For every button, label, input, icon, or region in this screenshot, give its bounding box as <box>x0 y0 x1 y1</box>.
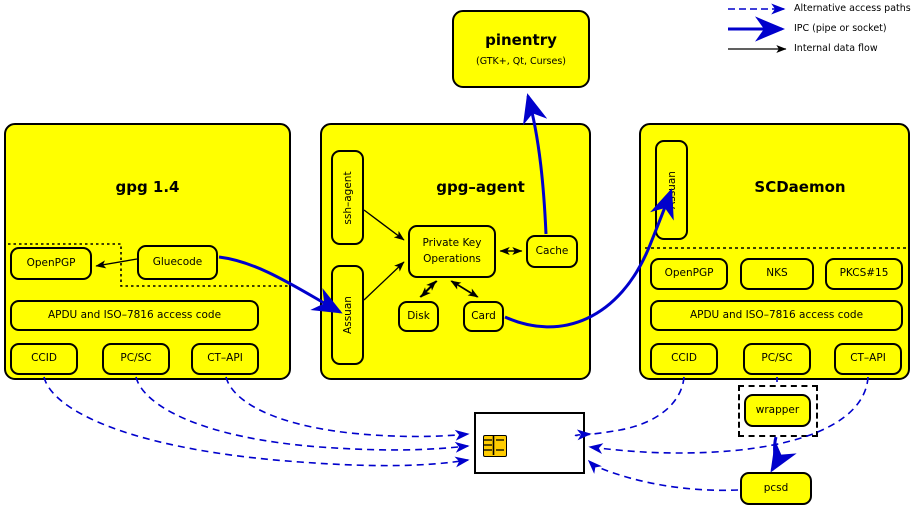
pinentry-subtitle: (GTK+, Qt, Curses) <box>475 56 566 67</box>
scdaemon-driver-ccid-box[interactable]: CCID <box>650 343 718 375</box>
gpg-agent-private-key-operations-box[interactable]: Private Key Operations <box>408 225 496 278</box>
scdaemon-app-nks-label: NKS <box>766 267 788 280</box>
legend-label-internal-data-flow: Internal data flow <box>794 43 878 54</box>
gpg-apdu-box[interactable]: APDU and ISO–7816 access code <box>10 300 259 331</box>
gpg-driver-ccid-box[interactable]: CCID <box>10 343 78 375</box>
pcsd-label: pcsd <box>763 481 789 494</box>
scdaemon-app-nks-box[interactable]: NKS <box>740 258 814 290</box>
pinentry-title: pinentry <box>485 31 557 49</box>
gpg-driver-pcsc-label: PC/SC <box>120 352 152 365</box>
gpg-title: gpg 1.4 <box>115 178 180 196</box>
gpg-apdu-label: APDU and ISO–7816 access code <box>47 308 222 321</box>
pinentry-box[interactable]: pinentry (GTK+, Qt, Curses) <box>452 10 590 88</box>
gpg-openpgp-label: OpenPGP <box>26 256 76 269</box>
scdaemon-driver-ccid-label: CCID <box>671 352 697 365</box>
gpg-driver-ctapi-label: CT–API <box>207 352 243 365</box>
legend-label-alternative-access-paths: Alternative access paths <box>794 3 911 14</box>
gpg-driver-ccid-label: CCID <box>31 352 57 365</box>
gpg-agent-disk-label: Disk <box>407 309 430 322</box>
private-key-ops-line1: Private Key <box>422 237 482 250</box>
scdaemon-app-pkcs15-box[interactable]: PKCS#15 <box>825 258 903 290</box>
gpg-agent-card-box[interactable]: Card <box>463 301 504 332</box>
private-key-ops-line2: Operations <box>423 252 481 265</box>
gpg-gluecode-box[interactable]: Gluecode <box>137 245 218 280</box>
gpg-driver-pcsc-box[interactable]: PC/SC <box>102 343 170 375</box>
scdaemon-driver-ctapi-label: CT–API <box>850 352 886 365</box>
legend-label-ipc: IPC (pipe or socket) <box>794 23 887 34</box>
gpg-openpgp-box[interactable]: OpenPGP <box>10 247 92 280</box>
gpg-agent-ssh-agent-box[interactable]: ssh–agent <box>331 150 364 245</box>
scdaemon-driver-pcsc-label: PC/SC <box>761 352 793 365</box>
gpg-driver-ctapi-box[interactable]: CT–API <box>191 343 259 375</box>
scdaemon-driver-pcsc-box[interactable]: PC/SC <box>743 343 811 375</box>
gpg-gluecode-label: Gluecode <box>152 255 203 268</box>
scdaemon-app-pkcs15-label: PKCS#15 <box>839 267 889 280</box>
scdaemon-app-openpgp-label: OpenPGP <box>664 267 714 280</box>
scdaemon-title: SCDaemon <box>754 178 846 196</box>
gpg-agent-card-label: Card <box>471 309 496 322</box>
scdaemon-driver-ctapi-box[interactable]: CT–API <box>834 343 902 375</box>
gpg-agent-disk-box[interactable]: Disk <box>398 301 439 332</box>
gpg-agent-title: gpg–agent <box>436 178 525 196</box>
scdaemon-apdu-label: APDU and ISO–7816 access code <box>689 308 864 321</box>
pcsd-box[interactable]: pcsd <box>740 472 812 505</box>
scdaemon-apdu-box[interactable]: APDU and ISO–7816 access code <box>650 300 903 331</box>
